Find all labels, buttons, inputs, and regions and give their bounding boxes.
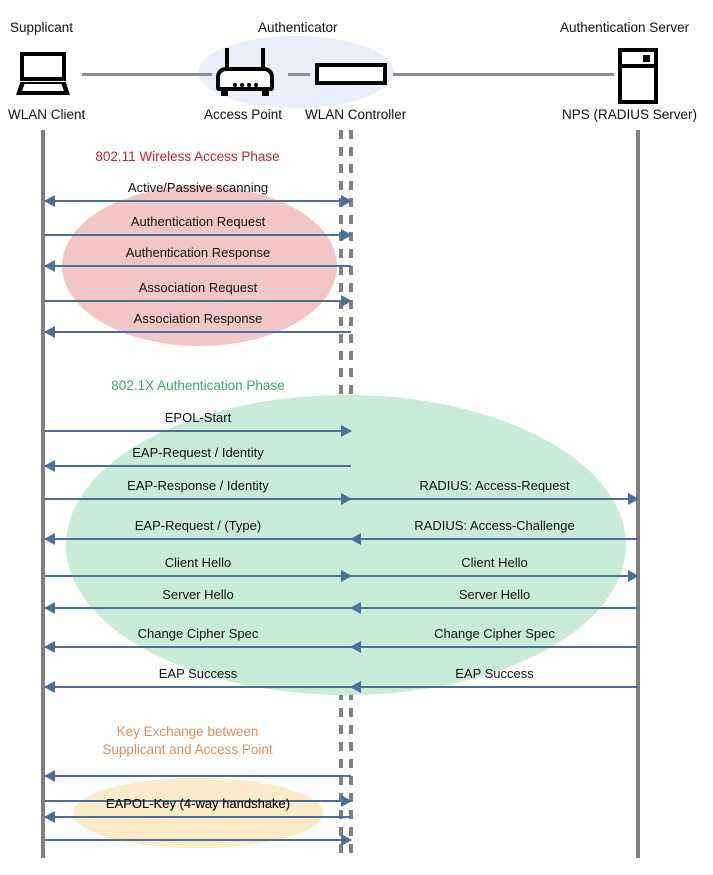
actor-name-access-point: Access Point <box>204 107 283 122</box>
arrowhead-right-icon <box>341 834 352 846</box>
arrowhead-left-icon <box>44 195 55 207</box>
message-label: Authentication Request <box>130 214 266 229</box>
actor-role-supplicant: Supplicant <box>10 20 74 35</box>
message-label: EAP Success <box>158 666 238 681</box>
server-icon <box>618 48 658 104</box>
arrowhead-right-icon <box>341 229 352 241</box>
message-label: Association Response <box>133 311 263 326</box>
message-label: Change Cipher Spec <box>434 626 555 641</box>
arrowhead-left-icon <box>44 811 55 823</box>
arrowhead-left-icon <box>350 533 361 545</box>
arrowhead-right-icon <box>628 570 639 582</box>
arrowhead-left-icon <box>44 460 55 472</box>
arrowhead-right-icon <box>341 195 352 207</box>
actor-name-wlan-client: WLAN Client <box>8 107 86 122</box>
message-label: RADIUS: Access-Challenge <box>414 518 575 533</box>
message-label: Association Request <box>138 280 258 295</box>
connector-client-ap <box>82 73 212 76</box>
message-label: Authentication Response <box>125 245 271 260</box>
connector-controller-server <box>393 73 614 76</box>
actor-role-auth-server: Authentication Server <box>560 20 690 35</box>
phase-blob-802-1x <box>66 395 626 695</box>
arrowhead-left-icon <box>44 326 55 338</box>
arrowhead-left-icon <box>44 641 55 653</box>
message-label: EPOL-Start <box>164 410 232 425</box>
arrowhead-left-icon <box>44 260 55 272</box>
arrowhead-right-icon <box>341 570 352 582</box>
phase-label-key-exchange-line2: Supplicant and Access Point <box>102 742 273 757</box>
message-label: EAP-Response / Identity <box>127 478 269 493</box>
message-label: EAP-Request / Identity <box>132 445 264 460</box>
arrowhead-right-icon <box>341 295 352 307</box>
arrowhead-left-icon <box>44 681 55 693</box>
connector-ap-controller <box>288 73 310 76</box>
actor-role-authenticator: Authenticator <box>258 20 338 35</box>
message-label: Active/Passive scanning <box>127 180 269 195</box>
arrowhead-left-icon <box>350 681 361 693</box>
wireless-router-icon <box>216 48 274 96</box>
lifeline-supplicant <box>41 130 45 858</box>
arrowhead-left-icon <box>44 602 55 614</box>
arrowhead-right-icon <box>341 795 352 807</box>
message-label: EAPOL-Key (4-way handshake) <box>105 796 291 811</box>
message-label: EAP-Request / (Type) <box>134 518 262 533</box>
phase-label-802-1x: 802.1X Authentication Phase <box>111 378 285 393</box>
message-label: Server Hello <box>458 587 531 602</box>
arrowhead-right-icon <box>341 425 352 437</box>
message-label: Client Hello <box>461 555 528 570</box>
actor-name-nps-server: NPS (RADIUS Server) <box>562 107 698 122</box>
message-label: Change Cipher Spec <box>137 626 259 641</box>
phase-label-key-exchange-line1: Key Exchange between <box>116 724 259 739</box>
message-label: EAP Success <box>455 666 534 681</box>
message-label: RADIUS: Access-Request <box>419 478 570 493</box>
message-label: Server Hello <box>162 587 234 602</box>
eapol-key-overlay-label: EAPOL-Key (4-way handshake) <box>105 796 291 811</box>
arrowhead-left-icon <box>350 602 361 614</box>
phase-blob-key-exchange <box>73 778 323 848</box>
arrowhead-right-icon <box>628 493 639 505</box>
network-controller-icon <box>315 63 387 85</box>
arrowhead-left-icon <box>44 770 55 782</box>
arrowhead-left-icon <box>350 641 361 653</box>
arrowhead-right-icon <box>341 493 352 505</box>
phase-label-802-11: 802.11 Wireless Access Phase <box>95 149 280 164</box>
actor-name-wlan-controller: WLAN Controller <box>305 107 407 122</box>
laptop-icon <box>12 52 74 96</box>
arrowhead-left-icon <box>44 533 55 545</box>
message-label: Client Hello <box>164 555 232 570</box>
